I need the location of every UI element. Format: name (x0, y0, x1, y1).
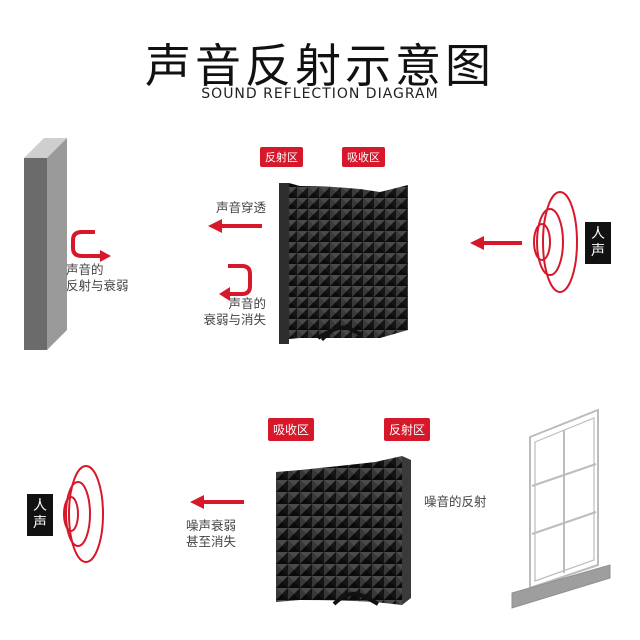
diagram-subtitle: SOUND REFLECTION DIAGRAM (201, 86, 439, 102)
bottom-voice-box: 人 声 (27, 494, 53, 536)
label-noise-reflect: 噪音的反射 (424, 494, 487, 509)
top-reflect-zone-tag: 反射区 (260, 147, 303, 167)
top-sound-waves (533, 191, 578, 293)
bottom-sound-waves (63, 465, 104, 563)
window-frame (511, 408, 611, 609)
label-decay-line2: 衰弱与消失 (203, 312, 266, 327)
label-wall-reflect: 声音的 反射与衰弱 (66, 262, 129, 294)
label-noise-decay-line1: 噪声衰弱 (186, 518, 237, 533)
bottom-voice-char1: 人 (33, 498, 47, 514)
diagram-title: 声音反射示意图 (145, 39, 495, 93)
bottom-absorb-zone-tag: 吸收区 (268, 418, 315, 441)
label-decay: 声音的 衰弱与消失 (180, 296, 266, 328)
noise-decay-arrow (190, 495, 244, 509)
wall-reflect-arrow (71, 230, 111, 262)
incoming-voice-arrow (470, 236, 522, 250)
top-voice-char1: 人 (591, 226, 605, 242)
top-voice-char2: 声 (591, 243, 605, 259)
label-wall-line1: 声音的 (66, 262, 104, 277)
penetrate-arrow (208, 219, 262, 233)
label-penetrate: 声音穿透 (215, 200, 266, 215)
bottom-reflect-zone-tag: 反射区 (384, 418, 431, 441)
top-absorb-zone-tag: 吸收区 (342, 147, 385, 167)
label-noise-decay-line2: 甚至消失 (186, 534, 237, 549)
wall-block (24, 138, 67, 350)
bottom-shield (276, 456, 411, 606)
label-decay-line1: 声音的 (228, 296, 266, 311)
top-voice-box: 人 声 (585, 222, 611, 264)
bottom-voice-char2: 声 (33, 515, 47, 531)
label-wall-line2: 反射与衰弱 (66, 278, 129, 293)
top-shield (279, 183, 408, 344)
label-noise-decay: 噪声衰弱 甚至消失 (186, 518, 236, 550)
decay-u-arrow (219, 264, 252, 301)
